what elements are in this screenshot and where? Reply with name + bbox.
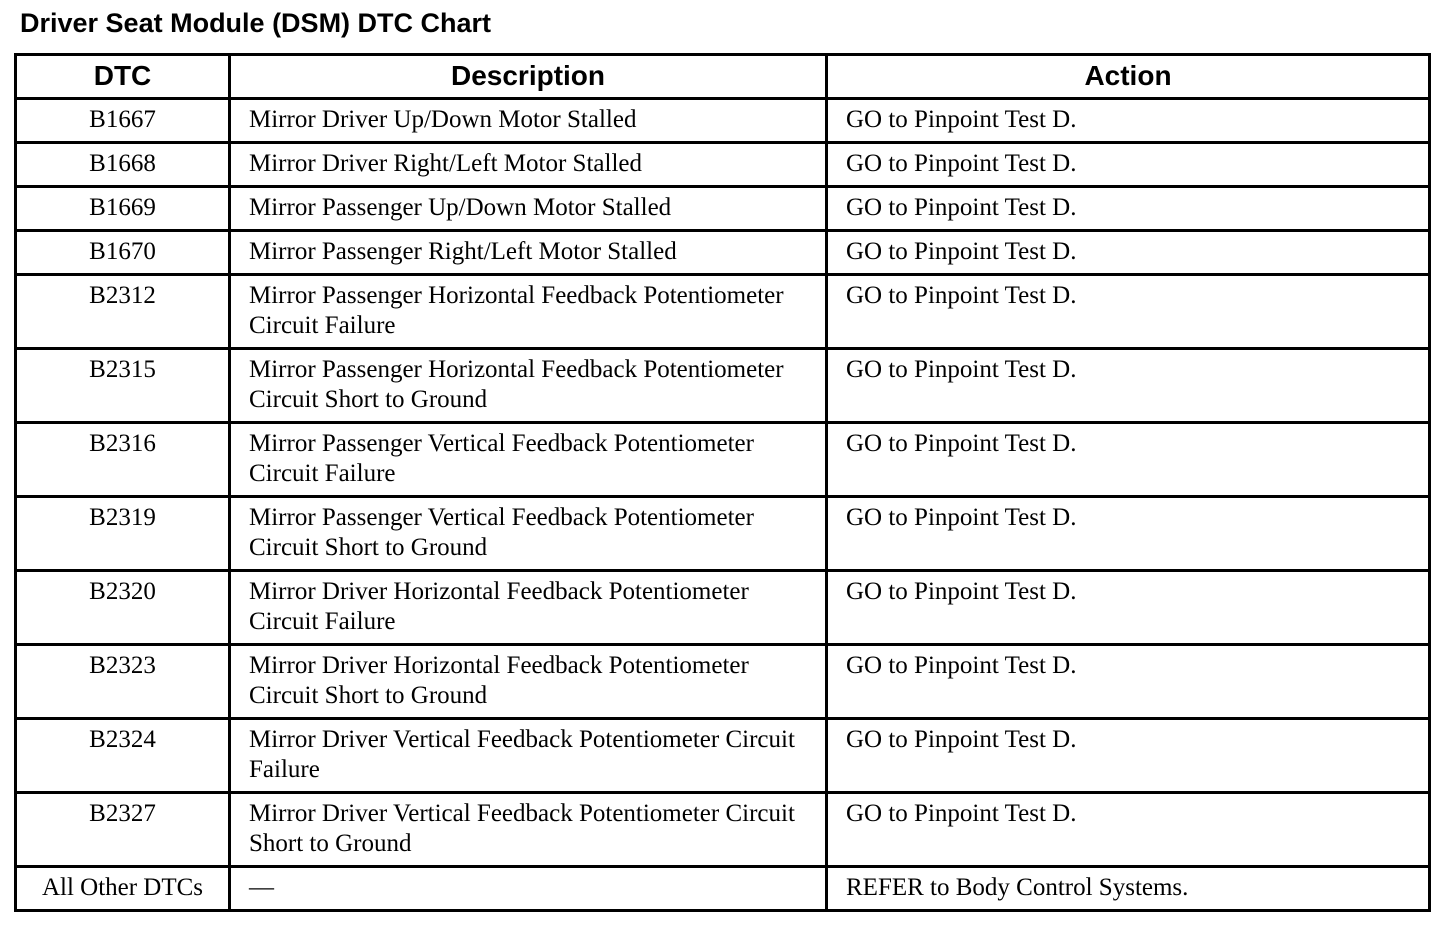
dtc-cell: B2319 (14, 495, 231, 572)
action-cell: GO to Pinpoint Test D. (825, 791, 1431, 868)
description-cell: Mirror Passenger Up/Down Motor Stalled (228, 185, 828, 232)
action-cell: GO to Pinpoint Test D. (825, 347, 1431, 424)
description-cell: Mirror Passenger Horizontal Feedback Pot… (228, 273, 828, 350)
header-row: DTC Description Action (14, 53, 1431, 100)
action-cell: GO to Pinpoint Test D. (825, 185, 1431, 232)
action-cell: GO to Pinpoint Test D. (825, 495, 1431, 572)
action-cell: REFER to Body Control Systems. (825, 865, 1431, 912)
column-header-dtc: DTC (14, 53, 231, 100)
description-cell: Mirror Driver Up/Down Motor Stalled (228, 97, 828, 144)
dtc-cell: B2327 (14, 791, 231, 868)
dtc-cell: B1667 (14, 97, 231, 144)
dtc-cell: B2320 (14, 569, 231, 646)
action-cell: GO to Pinpoint Test D. (825, 717, 1431, 794)
description-cell: Mirror Driver Horizontal Feedback Potent… (228, 643, 828, 720)
dtc-cell: All Other DTCs (14, 865, 231, 912)
dtc-cell: B1669 (14, 185, 231, 232)
action-cell: GO to Pinpoint Test D. (825, 229, 1431, 276)
description-cell: Mirror Passenger Horizontal Feedback Pot… (228, 347, 828, 424)
page-title: Driver Seat Module (DSM) DTC Chart (20, 8, 492, 38)
table-row: All Other DTCs—REFER to Body Control Sys… (14, 865, 1431, 912)
description-cell: Mirror Passenger Vertical Feedback Poten… (228, 495, 828, 572)
dtc-cell: B2315 (14, 347, 231, 424)
description-cell: Mirror Passenger Vertical Feedback Poten… (228, 421, 828, 498)
description-cell: Mirror Driver Vertical Feedback Potentio… (228, 717, 828, 794)
action-cell: GO to Pinpoint Test D. (825, 97, 1431, 144)
description-cell: Mirror Driver Vertical Feedback Potentio… (228, 791, 828, 868)
action-cell: GO to Pinpoint Test D. (825, 643, 1431, 720)
action-cell: GO to Pinpoint Test D. (825, 569, 1431, 646)
dtc-cell: B2316 (14, 421, 231, 498)
action-cell: GO to Pinpoint Test D. (825, 421, 1431, 498)
dtc-cell: B2323 (14, 643, 231, 720)
description-cell: Mirror Driver Right/Left Motor Stalled (228, 141, 828, 188)
action-cell: GO to Pinpoint Test D. (825, 273, 1431, 350)
dtc-cell: B1670 (14, 229, 231, 276)
description-cell: — (228, 865, 828, 912)
column-header-description: Description (228, 53, 828, 100)
description-cell: Mirror Passenger Right/Left Motor Stalle… (228, 229, 828, 276)
description-cell: Mirror Driver Horizontal Feedback Potent… (228, 569, 828, 646)
action-cell: GO to Pinpoint Test D. (825, 141, 1431, 188)
dtc-cell: B2312 (14, 273, 231, 350)
dtc-table-header: DTC Description Action (14, 53, 1431, 100)
dtc-cell: B1668 (14, 141, 231, 188)
dtc-cell: B2324 (14, 717, 231, 794)
column-header-action: Action (825, 53, 1431, 100)
